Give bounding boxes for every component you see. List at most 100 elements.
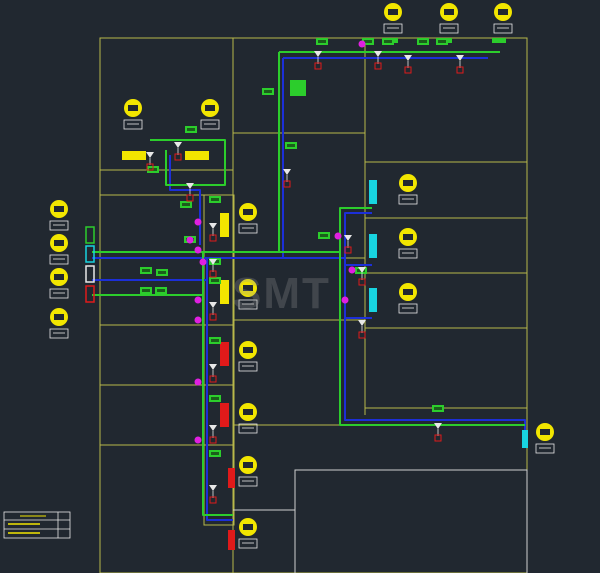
pipe-node-icon bbox=[358, 40, 366, 48]
size-tag-icon bbox=[185, 126, 197, 133]
fan-coil-unit bbox=[122, 151, 146, 160]
fan-coil-symbol-icon bbox=[238, 518, 258, 549]
size-tag-icon bbox=[140, 287, 152, 294]
valve-tag-icon bbox=[186, 183, 194, 202]
pipe-node-icon bbox=[348, 266, 356, 274]
fan-coil-unit bbox=[522, 430, 528, 448]
valve-tag-icon bbox=[404, 55, 412, 74]
size-tag-icon bbox=[432, 405, 444, 412]
pipe-node-icon bbox=[194, 296, 202, 304]
valve-tag-icon bbox=[314, 51, 322, 70]
legend-table-icon bbox=[3, 511, 71, 539]
fan-coil-symbol-icon bbox=[49, 234, 69, 265]
pipe-node-icon bbox=[334, 232, 342, 240]
riser-unit bbox=[85, 265, 95, 283]
fan-coil-symbols bbox=[49, 3, 555, 549]
valve-tag-icon bbox=[456, 55, 464, 74]
pipe-node-icon bbox=[194, 316, 202, 324]
valve-tag-icon bbox=[358, 320, 366, 339]
fan-coil-symbol-icon bbox=[238, 203, 258, 234]
fan-coil-symbol-icon bbox=[398, 228, 418, 259]
blue-pipe-run bbox=[169, 155, 201, 245]
riser-unit bbox=[85, 285, 95, 303]
fan-coil-unit bbox=[228, 530, 235, 550]
pipe-node-icon bbox=[194, 246, 202, 254]
valve-markers bbox=[146, 51, 464, 504]
size-tag-icon bbox=[362, 38, 374, 45]
size-tag-icon bbox=[318, 232, 330, 239]
green-pipe-run bbox=[279, 207, 372, 253]
valve-tag-icon bbox=[434, 423, 442, 442]
valve-tag-icon bbox=[344, 235, 352, 254]
valve-tag-icon bbox=[209, 364, 217, 383]
valve-tag-icon bbox=[209, 223, 217, 242]
size-tag-icon bbox=[180, 201, 192, 208]
fan-coil-unit bbox=[369, 180, 377, 204]
fan-coil-unit bbox=[220, 280, 229, 304]
size-tag-icon bbox=[417, 38, 429, 45]
valve-tag-icon bbox=[146, 152, 154, 171]
pipe-node-icon bbox=[194, 218, 202, 226]
fan-coil-symbol-icon bbox=[493, 3, 513, 34]
fan-coil-symbol-icon bbox=[398, 174, 418, 205]
fan-coil-unit bbox=[220, 213, 229, 237]
fan-coil-symbol-icon bbox=[398, 283, 418, 314]
fan-coil-unit bbox=[369, 234, 377, 258]
riser-unit bbox=[85, 226, 95, 244]
size-tag-icon bbox=[140, 267, 152, 274]
size-tag-icon bbox=[209, 337, 221, 344]
size-tag-icon bbox=[156, 269, 168, 276]
fan-coil-symbol-icon bbox=[535, 423, 555, 454]
fan-coil-unit bbox=[220, 342, 229, 366]
valve-tag-icon bbox=[209, 425, 217, 444]
size-tag-icon bbox=[285, 142, 297, 149]
fan-coil-symbol-icon bbox=[238, 341, 258, 372]
equipment-units bbox=[85, 38, 528, 550]
fan-coil-symbol-icon bbox=[200, 99, 220, 130]
green-pipe-run bbox=[339, 208, 525, 426]
valve-tag-icon bbox=[209, 302, 217, 321]
size-tag-icon bbox=[262, 88, 274, 95]
site-boundary-line bbox=[294, 469, 528, 573]
fan-coil-unit bbox=[220, 403, 229, 427]
fan-coil-symbol-icon bbox=[49, 268, 69, 299]
fan-coil-symbol-icon bbox=[238, 403, 258, 434]
size-tag-icon bbox=[209, 277, 221, 284]
pipe-node-icon bbox=[194, 378, 202, 386]
size-tag-icon bbox=[382, 38, 394, 45]
valve-tag-icon bbox=[209, 485, 217, 504]
size-tag-icon bbox=[209, 196, 221, 203]
fan-coil-unit bbox=[185, 151, 209, 160]
fan-coil-symbol-icon bbox=[383, 3, 403, 34]
size-tag-icon bbox=[316, 38, 328, 45]
riser-unit bbox=[85, 245, 95, 263]
fan-coil-symbol-icon bbox=[123, 99, 143, 130]
fan-coil-unit bbox=[228, 468, 235, 488]
building-outline bbox=[99, 37, 528, 573]
pipe-node-icon bbox=[199, 258, 207, 266]
site-boundary bbox=[233, 469, 528, 573]
valve-tag-icon bbox=[209, 259, 217, 278]
fan-coil-symbol-icon bbox=[439, 3, 459, 34]
fan-coil-symbol-icon bbox=[49, 308, 69, 339]
pipe-nodes bbox=[186, 40, 366, 444]
green-pipe-run bbox=[150, 139, 226, 186]
valve-tag-icon bbox=[283, 169, 291, 188]
valve-tag-icon bbox=[374, 51, 382, 70]
pipe-node-icon bbox=[341, 296, 349, 304]
size-tag-icon bbox=[209, 395, 221, 402]
legend-table bbox=[3, 511, 71, 539]
valve-tag-icon bbox=[358, 267, 366, 286]
pipe-node-icon bbox=[186, 236, 194, 244]
valve-tag-icon bbox=[174, 142, 182, 161]
size-tag-icon bbox=[209, 450, 221, 457]
fan-coil-symbol-icon bbox=[238, 279, 258, 310]
fan-coil-symbol-icon bbox=[238, 456, 258, 487]
outdoor-unit bbox=[492, 38, 506, 43]
size-tag-icon bbox=[436, 38, 448, 45]
fan-coil-unit bbox=[369, 288, 377, 312]
pipe-node-icon bbox=[194, 436, 202, 444]
ahu-unit bbox=[290, 80, 306, 96]
